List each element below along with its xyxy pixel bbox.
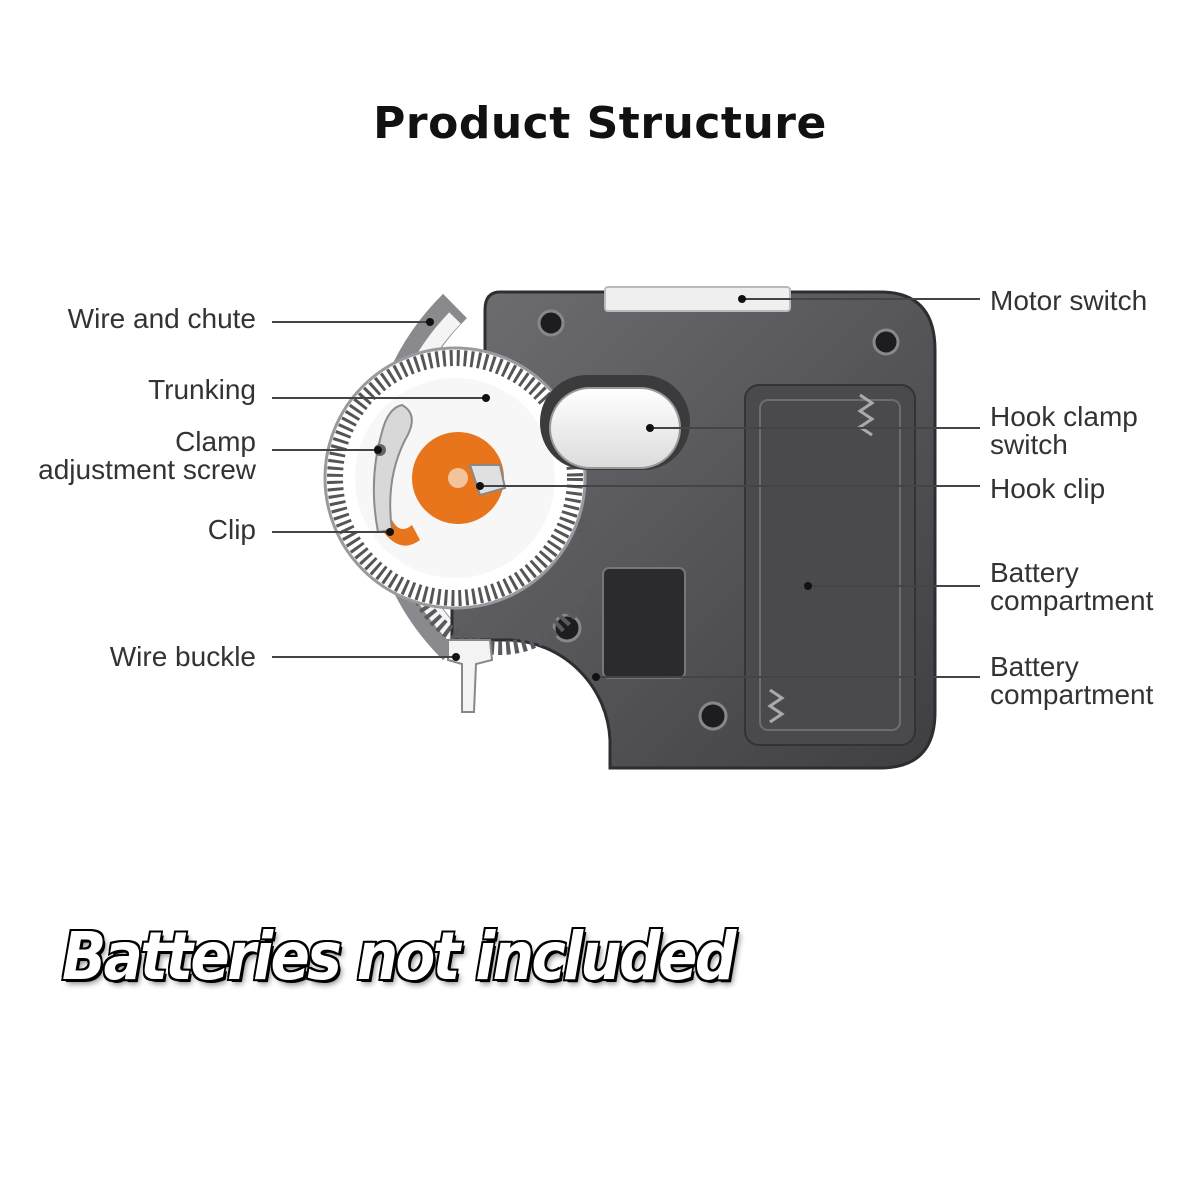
screw: [698, 701, 728, 731]
screw: [552, 613, 582, 643]
leader-lines: [272, 298, 980, 678]
hook-clamp-switch: [540, 375, 690, 470]
motor: [602, 567, 686, 679]
label-hook-clip: Hook clip: [990, 473, 1106, 504]
leader-dots: [374, 295, 812, 681]
page-title: Product Structure: [373, 98, 827, 149]
label-hook-clamp-switch: Hook clamp switch: [990, 401, 1138, 460]
screw: [537, 309, 565, 337]
label-battery-compartment-2: Battery compartment: [990, 651, 1154, 710]
drive-gear: [405, 465, 595, 655]
label-clip: Clip: [207, 514, 256, 545]
screw: [872, 328, 900, 356]
label-wire-and-chute: Wire and chute: [67, 303, 256, 334]
label-clamp-adjustment-screw: Clamp adjustment screw: [38, 426, 256, 485]
wire-buckle: [447, 639, 494, 713]
label-battery-compartment-1: Battery compartment: [990, 557, 1154, 616]
battery-bay: [744, 384, 916, 746]
spring-bottom: [767, 688, 785, 724]
batteries-not-included-note: Batteries not included: [60, 916, 738, 997]
label-motor-switch: Motor switch: [990, 285, 1148, 316]
label-wire-buckle: Wire buckle: [109, 641, 256, 672]
orange-hub: [382, 432, 504, 546]
label-trunking: Trunking: [148, 374, 256, 405]
